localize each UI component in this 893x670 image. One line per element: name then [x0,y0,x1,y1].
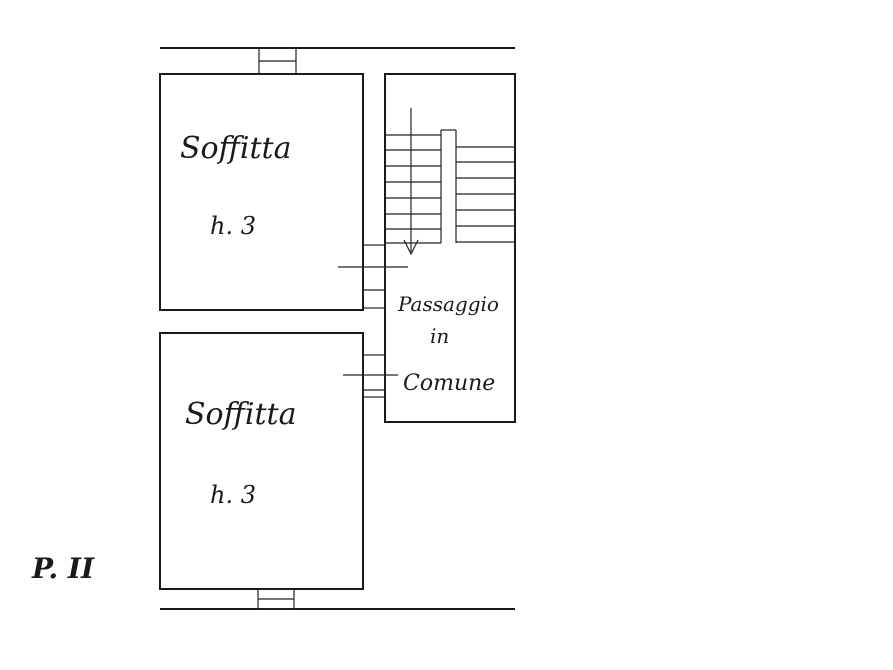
door-upper [338,244,408,309]
door-lower [343,354,398,398]
room-upper-height: h. 3 [210,212,256,240]
room-lower-name: Soffitta [185,397,296,432]
room-lower-height: h. 3 [210,481,256,509]
room-lower [159,332,364,590]
corridor-label-line3: Comune [403,371,495,396]
floor-label: P. II [31,552,95,585]
room-upper [159,73,364,311]
room-upper-name: Soffitta [180,131,291,166]
top-wall [160,47,515,75]
staircase [385,129,515,244]
corridor-label-line2: in [430,324,449,348]
arrow-down-icon [403,108,419,256]
corridor-label-line1: Passaggio [397,292,499,316]
corridor-room [384,73,516,423]
bottom-wall [160,588,515,610]
